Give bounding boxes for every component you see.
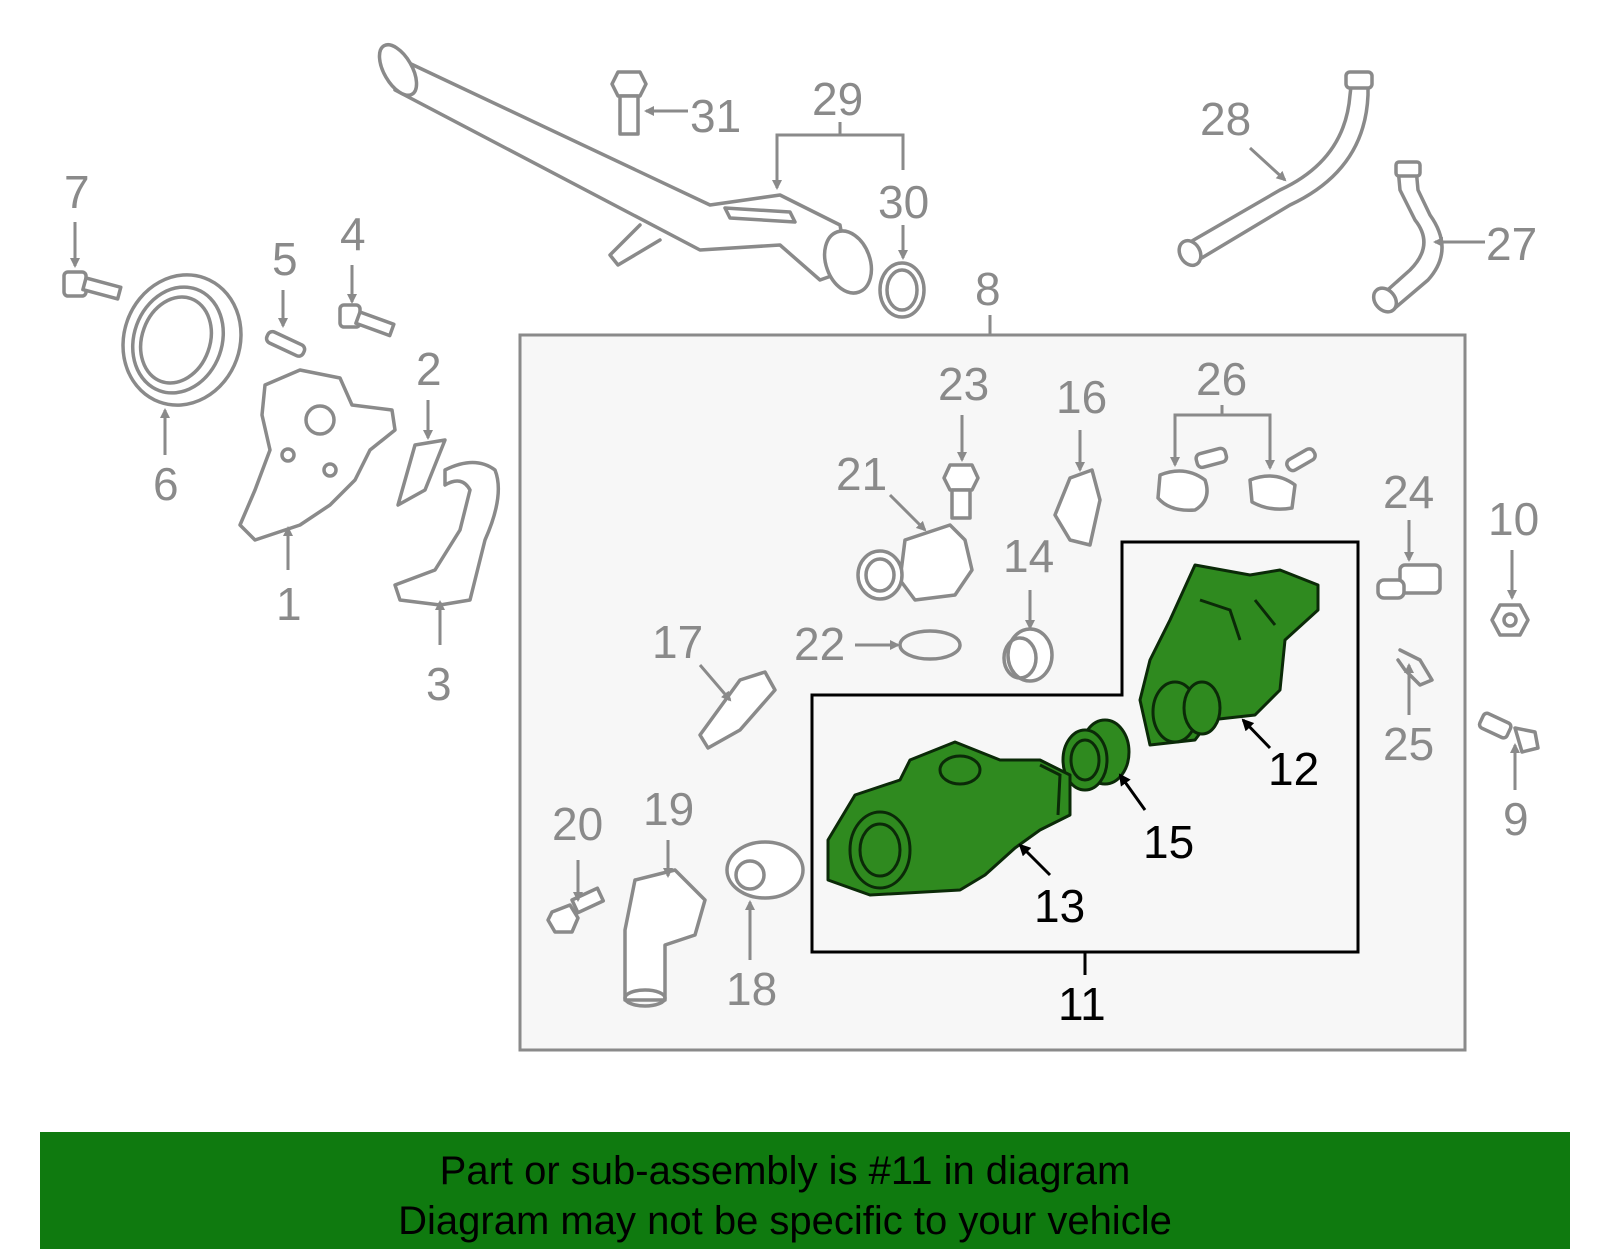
pulley-6 <box>121 273 243 407</box>
gasket-3 <box>393 460 501 607</box>
callout-1: 1 <box>276 578 302 630</box>
callout-5: 5 <box>272 233 298 285</box>
housing-13 <box>826 740 1072 897</box>
housing-19 <box>623 868 707 1008</box>
callout-12: 12 <box>1268 743 1319 795</box>
callout-25: 25 <box>1383 718 1434 770</box>
callout-14: 14 <box>1003 530 1054 582</box>
callout-11: 11 <box>1058 978 1106 1030</box>
banner-line-1: Part or sub-assembly is #11 in diagram <box>439 1149 1131 1193</box>
callout-10: 10 <box>1488 493 1539 545</box>
fitting-26b <box>1248 447 1317 511</box>
bolt-7 <box>62 270 123 301</box>
callout-23: 23 <box>938 358 989 410</box>
housing-12 <box>1138 563 1320 747</box>
thermostat-18 <box>725 840 805 900</box>
fitting-26a <box>1156 446 1229 512</box>
info-banner: Part or sub-assembly is #11 in diagram D… <box>40 1132 1570 1249</box>
callout-28: 28 <box>1200 93 1251 145</box>
hose-28 <box>1177 70 1374 268</box>
o-ring-30 <box>878 261 926 319</box>
callout-21: 21 <box>836 448 887 500</box>
bolt-4 <box>338 303 396 338</box>
callout-2: 2 <box>416 343 442 395</box>
seal-15 <box>1061 718 1131 792</box>
pipe-29 <box>377 43 874 295</box>
gasket-2 <box>396 438 447 507</box>
callout-27: 27 <box>1486 218 1537 270</box>
callout-15: 15 <box>1143 816 1194 868</box>
callout-7: 7 <box>64 166 90 218</box>
callout-18: 18 <box>726 963 777 1015</box>
callout-13: 13 <box>1034 880 1085 932</box>
water-pump-1 <box>238 368 397 542</box>
sensor-24 <box>1376 563 1442 600</box>
bolt-9 <box>1477 711 1540 754</box>
banner-line-2: Diagram may not be specific to your vehi… <box>398 1199 1172 1243</box>
bolt-31 <box>610 70 648 136</box>
bolt-23 <box>942 463 980 520</box>
callout-4: 4 <box>340 208 366 260</box>
callout-9: 9 <box>1503 793 1529 845</box>
callout-22: 22 <box>794 618 845 670</box>
banner-text: Part or sub-assembly is #11 in diagram D… <box>40 1146 1530 1246</box>
pin-5 <box>264 329 307 358</box>
gasket-16 <box>1053 468 1102 547</box>
callout-24: 24 <box>1383 466 1434 518</box>
callout-19: 19 <box>643 783 694 835</box>
callout-3: 3 <box>426 658 452 710</box>
callout-31: 31 <box>690 90 741 142</box>
callout-30: 30 <box>878 176 929 228</box>
callout-26: 26 <box>1196 353 1247 405</box>
seal-14 <box>1002 627 1054 683</box>
callout-6: 6 <box>153 458 179 510</box>
callout-17: 17 <box>652 616 703 668</box>
gasket-17 <box>698 670 777 750</box>
nut-10 <box>1490 603 1530 637</box>
hose-27 <box>1371 160 1444 314</box>
callout-16: 16 <box>1056 371 1107 423</box>
clip-25 <box>1396 648 1434 687</box>
bolt-20 <box>546 886 606 934</box>
callout-20: 20 <box>552 798 603 850</box>
callout-8: 8 <box>975 263 1001 315</box>
housing-21 <box>856 523 974 602</box>
gasket-22 <box>898 629 962 661</box>
callout-29: 29 <box>812 73 863 125</box>
